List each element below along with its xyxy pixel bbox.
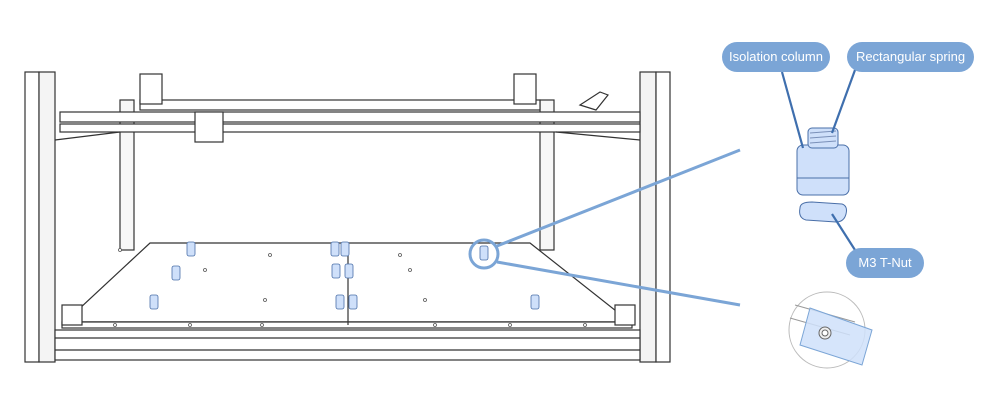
bed-screws — [113, 248, 587, 327]
t-nut-detail — [788, 291, 873, 369]
leader-lines — [780, 69, 857, 251]
label-isolation-column: Isolation column — [722, 42, 830, 72]
isolation-column-detail — [796, 127, 850, 223]
callout-circle — [468, 238, 500, 270]
isolation-columns — [149, 241, 540, 310]
callout-lines — [468, 148, 741, 307]
label-t-nut: M3 T-Nut — [846, 248, 924, 278]
label-rectangular-spring: Rectangular spring — [847, 42, 974, 72]
printer-frame — [24, 71, 671, 363]
